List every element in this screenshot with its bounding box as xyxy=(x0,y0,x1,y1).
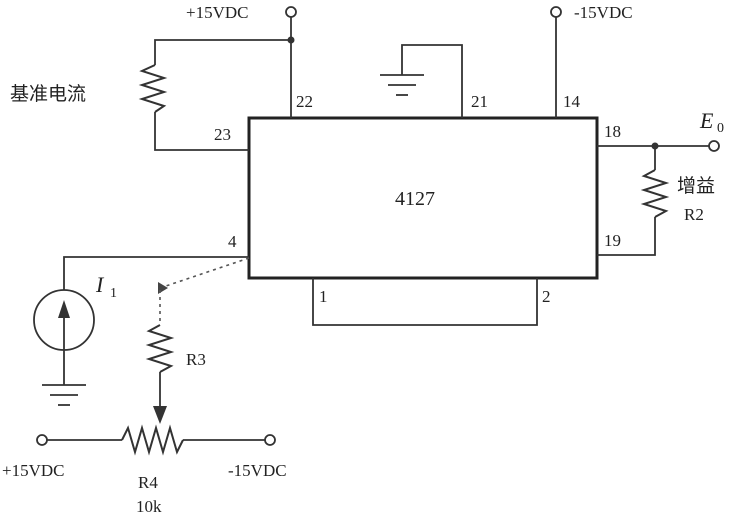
wiper-arrowhead xyxy=(153,406,167,424)
gain-resistor-r2 xyxy=(640,169,670,218)
vneg-top-label: -15VDC xyxy=(574,3,633,22)
current-source-arrowhead xyxy=(58,300,70,318)
pin22-label: 22 xyxy=(296,92,313,111)
ref-current-resistor xyxy=(138,64,168,113)
ref-current-label: 基准电流 xyxy=(10,83,86,105)
wire-pin23 xyxy=(154,112,249,151)
ic-4127-body xyxy=(247,116,599,280)
pin4-label: 4 xyxy=(228,232,237,251)
dashed-offset-wire xyxy=(159,257,250,289)
r4-value-label: 10k xyxy=(136,497,162,516)
r3-label: R3 xyxy=(186,350,206,369)
vneg-bottom-terminal xyxy=(264,434,276,446)
output-terminal xyxy=(708,140,720,152)
pin14-label: 14 xyxy=(563,92,581,111)
output-label: E xyxy=(699,108,714,133)
vpos-top-label: +15VDC xyxy=(186,3,248,22)
wire-pin19 xyxy=(597,217,656,256)
vneg-bottom-label: -15VDC xyxy=(228,461,287,480)
output-label-sub: 0 xyxy=(717,121,724,136)
potentiometer-r4 xyxy=(121,424,184,456)
pin23-label: 23 xyxy=(214,125,231,144)
vneg-top-terminal xyxy=(550,6,562,18)
pin1-label: 1 xyxy=(319,287,328,306)
r2-label: R2 xyxy=(684,205,704,224)
ic-label: 4127 xyxy=(395,188,435,210)
pin18-label: 18 xyxy=(604,122,621,141)
vpos-top-terminal xyxy=(285,6,297,18)
pin21-label: 21 xyxy=(471,92,488,111)
r4-label: R4 xyxy=(138,473,158,492)
i1-label: I xyxy=(95,272,105,297)
wire-pins-1-2 xyxy=(312,278,538,326)
gain-label: 增益 xyxy=(677,175,715,197)
vpos-bottom-terminal xyxy=(36,434,48,446)
wire-pin21 xyxy=(401,44,463,118)
i1-label-sub: 1 xyxy=(110,286,117,301)
vpos-bottom-label: +15VDC xyxy=(2,461,64,480)
pin2-label: 2 xyxy=(542,287,551,306)
wire-ref-resistor xyxy=(154,39,291,65)
wire-pin4 xyxy=(63,256,249,290)
resistor-r3 xyxy=(145,324,175,373)
pin19-label: 19 xyxy=(604,231,621,250)
